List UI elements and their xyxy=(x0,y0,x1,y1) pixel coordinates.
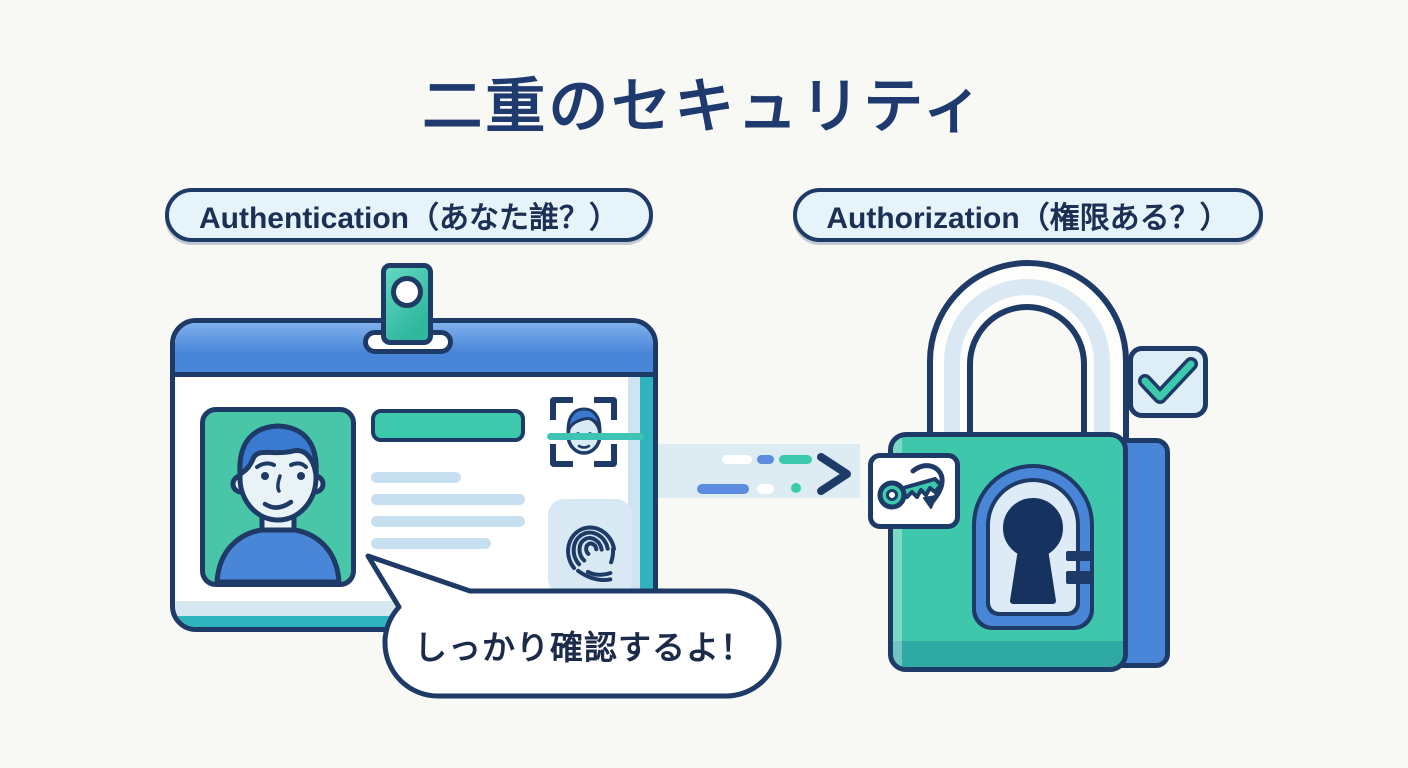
authentication-label: Authentication（あなた誰？） xyxy=(165,188,653,242)
person-avatar-icon xyxy=(214,423,342,582)
flow-dash xyxy=(757,455,774,464)
flow-arrow-icon xyxy=(664,453,851,495)
text-line xyxy=(371,538,491,549)
fingerprint-glyph xyxy=(566,525,617,582)
lock-shine xyxy=(893,437,902,667)
scan-corner xyxy=(594,444,617,467)
checkmark-icon xyxy=(1138,357,1198,404)
lock-bevel xyxy=(893,641,1123,667)
scan-face-icon xyxy=(566,407,602,455)
authorization-label-text: Authorization（権限ある？） xyxy=(826,202,1230,235)
clip-hole xyxy=(391,276,423,308)
speech-bubble-text: しっかり確認するよ！ xyxy=(414,629,754,666)
key-turn-icon xyxy=(877,463,945,510)
text-line xyxy=(371,472,461,483)
key-badge xyxy=(868,453,960,529)
text-line xyxy=(371,516,525,527)
flow-dash xyxy=(697,484,749,494)
id-photo xyxy=(200,407,356,587)
card-edge-strip xyxy=(640,377,653,627)
checkmark-badge xyxy=(1128,346,1208,418)
authorization-label: Authorization（権限ある？） xyxy=(793,188,1263,242)
face-scan-icon xyxy=(550,397,617,467)
page-title: 二重のセキュリティ xyxy=(422,73,986,140)
lock-latch-dash xyxy=(1066,571,1092,584)
name-field-bar xyxy=(371,409,525,442)
badge-clip xyxy=(381,263,433,345)
shackle-icon xyxy=(927,260,1129,448)
fingerprint-icon xyxy=(548,499,632,595)
scan-corner xyxy=(550,397,573,420)
text-line xyxy=(371,494,525,505)
scan-line xyxy=(547,433,644,440)
keyhole-icon xyxy=(1003,498,1063,604)
scan-corner xyxy=(550,444,573,467)
flow-dash xyxy=(722,455,752,464)
flow-dash xyxy=(757,484,774,494)
speech-bubble xyxy=(365,553,782,699)
lock-latch-dash xyxy=(1066,551,1092,561)
authentication-label-text: Authentication（あなた誰？） xyxy=(199,202,619,235)
flow-dash xyxy=(779,455,812,464)
flow-dot xyxy=(791,483,801,493)
scan-corner xyxy=(594,397,617,420)
